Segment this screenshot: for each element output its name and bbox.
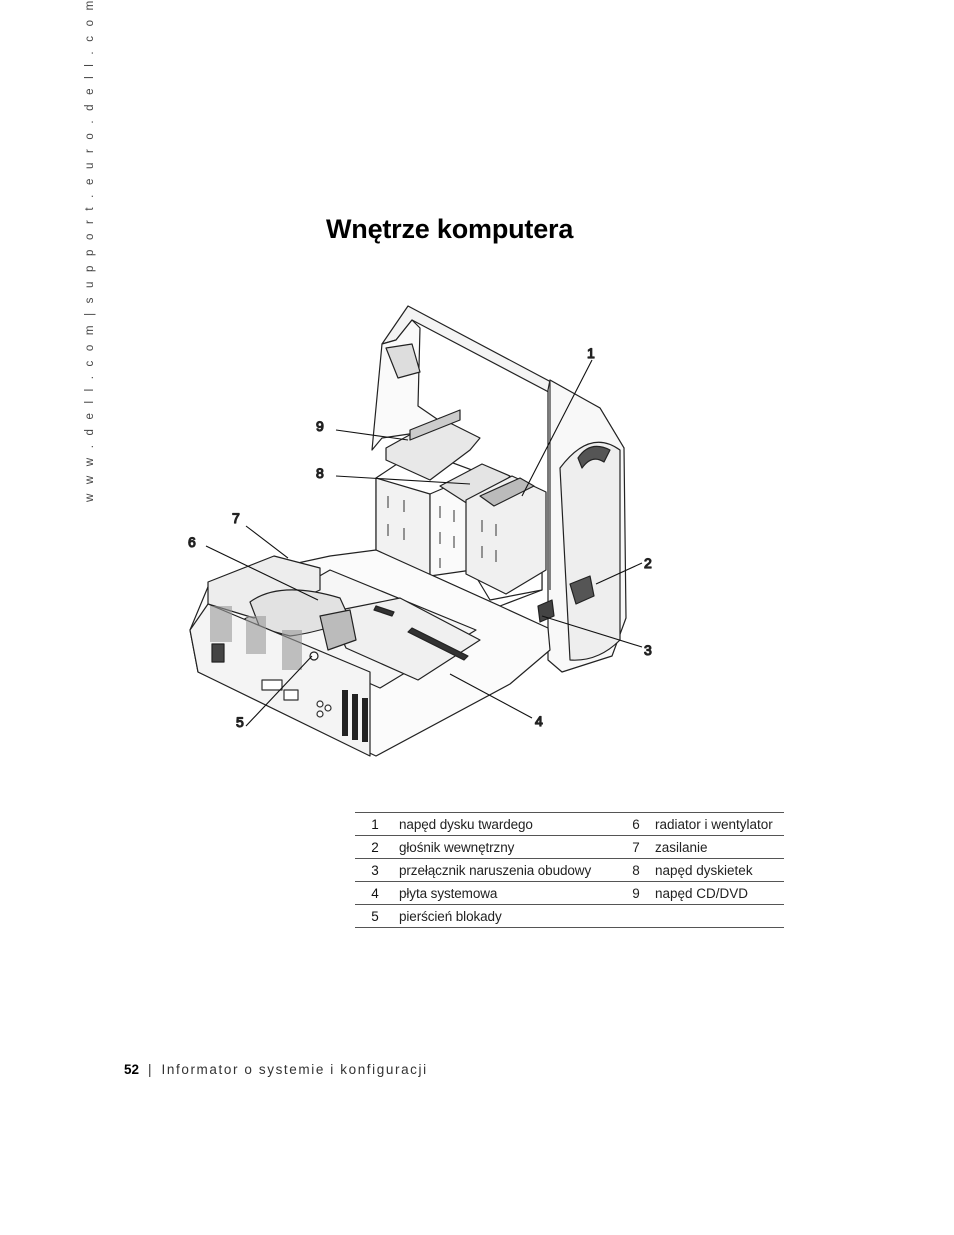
speaker (569, 575, 595, 605)
callout-7: 7 (232, 510, 240, 526)
legend-number: 3 (371, 862, 379, 878)
padlock-ring (309, 651, 319, 661)
legend-number: 7 (632, 839, 640, 855)
legend-label (653, 905, 784, 928)
legend-number: 4 (371, 885, 379, 901)
callout-2: 2 (644, 555, 652, 571)
legend-label: przełącznik naruszenia obudowy (399, 862, 592, 878)
legend-number: 8 (632, 862, 640, 878)
side-website-text: w w w . d e l l . c o m | s u p p o r t … (84, 0, 96, 502)
legend-number (619, 905, 653, 928)
computer-interior-illustration: 1 2 3 4 5 6 7 8 9 (150, 300, 810, 780)
legend-label: radiator i wentylator (655, 816, 773, 832)
page-footer: 52 | Informator o systemie i konfiguracji (124, 1062, 428, 1077)
legend-number: 2 (371, 839, 379, 855)
hard-drive (465, 475, 547, 595)
legend-label: pierścień blokady (399, 908, 502, 924)
legend-label: napęd CD/DVD (655, 885, 749, 901)
legend-label: płyta systemowa (399, 885, 498, 901)
table-row: 2 głośnik wewnętrzny 7 zasilanie (355, 835, 784, 859)
footer-title: Informator o systemie i konfiguracji (161, 1062, 428, 1077)
callout-9: 9 (316, 418, 324, 434)
table-row: 3 przełącznik naruszenia obudowy 8 napęd… (355, 858, 784, 882)
table-row: 4 płyta systemowa 9 napęd CD/DVD (355, 881, 784, 905)
legend-label: zasilanie (655, 839, 708, 855)
callout-4: 4 (535, 713, 543, 729)
callout-1: 1 (587, 345, 595, 361)
legend-number: 9 (632, 885, 640, 901)
callout-legend-table: 1 napęd dysku twardego 6 radiator i went… (355, 812, 784, 928)
legend-label: napęd dyskietek (655, 862, 753, 878)
callout-6: 6 (188, 534, 196, 550)
legend-number: 5 (371, 908, 379, 924)
legend-number: 6 (632, 816, 640, 832)
legend-label: głośnik wewnętrzny (399, 839, 515, 855)
page-title: Wnętrze komputera (326, 214, 574, 244)
footer-separator: | (148, 1062, 152, 1077)
page-number: 52 (124, 1062, 140, 1077)
table-row: 5 pierścień blokady (355, 904, 784, 928)
callout-8: 8 (316, 465, 324, 481)
table-row: 1 napęd dysku twardego 6 radiator i went… (355, 812, 784, 836)
callout-3: 3 (644, 642, 652, 658)
legend-label: napęd dysku twardego (399, 816, 533, 832)
legend-number: 1 (371, 816, 379, 832)
callout-5: 5 (236, 714, 244, 730)
